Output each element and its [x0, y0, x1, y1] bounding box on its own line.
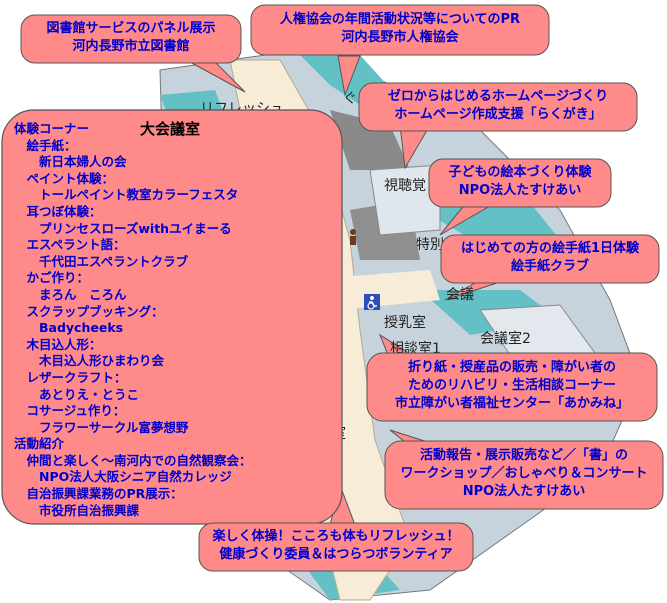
callout-etegami: はじめての方の絵手紙1日体験 絵手紙クラブ: [440, 234, 660, 284]
list-item: 自治振興課業務のPR展示：: [14, 486, 183, 502]
wheelchair-icon: [364, 294, 380, 310]
callout-exercise: 楽しく体操！こころも体もリフレッシュ！ 健康づくり委員＆はつらつボランティア: [198, 522, 474, 572]
list-item: 体験コーナー: [14, 121, 90, 136]
callout-line: 人権協会の年間活動状況等についてのPR: [279, 12, 521, 27]
list-item: 木目込人形ひまわり会: [14, 353, 165, 369]
map-label-av-room: 視聴覚: [384, 178, 426, 194]
callout-homepage: ゼロからはじめるホームページづくり ホームページ作成支援「らくがき」: [358, 82, 638, 132]
callout-concert: 活動報告・展示販売など／「書」の ワークショップ／おしゃべり＆コンサート NPO…: [384, 440, 664, 510]
list-item: 仲間と楽しく～南河内での自然観察会：: [14, 452, 252, 468]
list-item: スクラップブッキング：: [14, 303, 164, 319]
map-label-partial: ぐ: [343, 91, 357, 107]
callout-line: ためのリハビリ・生活相談コーナー: [407, 378, 616, 393]
callout-line: 活動報告・展示販売など／「書」の: [419, 448, 628, 463]
list-item: あとりえ・とうこ: [14, 386, 140, 402]
map-label-meeting2: 会議室2: [480, 331, 531, 347]
list-item: 木目込人形：: [14, 336, 102, 352]
callout-human-rights: 人権協会の年間活動状況等についてのPR 河内長野市人権協会: [250, 4, 550, 56]
callout-line: 絵手紙クラブ: [510, 259, 589, 274]
list-item: コサージュ作り：: [14, 403, 126, 419]
map-label-nursing: 授乳室: [384, 315, 426, 331]
callout-picture-book: 子どもの絵本づくり体験 NPO法人たすけあい: [428, 158, 612, 208]
map-label-special: 特別: [416, 237, 444, 253]
list-item: ペイント体験：: [14, 170, 115, 186]
list-item: トールペイント教室カラーフェスタ: [14, 187, 239, 203]
callout-line: ゼロからはじめるホームページづくり: [387, 89, 609, 104]
callout-line: 健康づくり委員＆はつらつボランティア: [219, 547, 453, 562]
map-label-meeting: 会議: [446, 287, 474, 303]
list-item: まろん ころん: [14, 286, 127, 302]
callout-line: はじめての方の絵手紙1日体験: [460, 241, 640, 256]
list-item: 活動紹介: [14, 436, 65, 452]
big-hall-list: 体験コーナー 絵手紙： 新日本婦人の会 ペイント体験： トールペイント教室カラー…: [14, 121, 319, 519]
big-hall-bubble: [1, 109, 343, 525]
person-icon: [350, 229, 356, 245]
callout-line: NPO法人たすけあい: [462, 484, 586, 499]
list-item: フラワーサークル富夢想野: [14, 419, 189, 435]
callout-line: NPO法人たすけあい: [458, 183, 582, 198]
list-item: 千代田エスペラントクラブ: [14, 253, 189, 269]
callout-library: 図書館サービスのパネル展示 河内長野市立図書館: [20, 14, 242, 64]
callout-tail: [337, 55, 361, 97]
list-item: エスペラント語：: [14, 237, 126, 253]
list-item: 新日本婦人の会: [14, 154, 127, 170]
callout-line: 図書館サービスのパネル展示: [46, 21, 216, 36]
callout-line: 楽しく体操！こころも体もリフレッシュ！: [212, 529, 460, 544]
callout-line: 河内長野市人権協会: [341, 30, 459, 45]
callout-rehab: 折り紙・授産品の販売・障がい者の ためのリハビリ・生活相談コーナー 市立障がい者…: [366, 352, 658, 422]
callout-line: 市立障がい者福祉センター「あかみね」: [394, 396, 629, 411]
list-item: Badycheeks: [14, 320, 124, 336]
callout-line: ホームページ作成支援「らくがき」: [394, 107, 602, 122]
list-item: プリンセスローズwithユイまーる: [14, 220, 232, 236]
callout-line: ワークショップ／おしゃべり＆コンサート: [400, 466, 648, 481]
callout-line: 折り紙・授産品の販売・障がい者の: [407, 360, 616, 375]
callout-line: 河内長野市立図書館: [72, 39, 190, 54]
callout-line: 子どもの絵本づくり体験: [448, 165, 592, 180]
list-item: NPO法人大阪シニア自然カレッジ: [14, 469, 232, 485]
list-item: 絵手紙：: [14, 137, 77, 153]
room: [369, 164, 441, 236]
list-item: かご作り：: [14, 270, 90, 286]
list-item: レザークラフト：: [14, 369, 127, 385]
big-hall-title: 大会議室: [139, 120, 200, 138]
list-item: 耳つぼ体験：: [14, 203, 102, 219]
list-item: 市役所自治振興課: [14, 502, 140, 518]
